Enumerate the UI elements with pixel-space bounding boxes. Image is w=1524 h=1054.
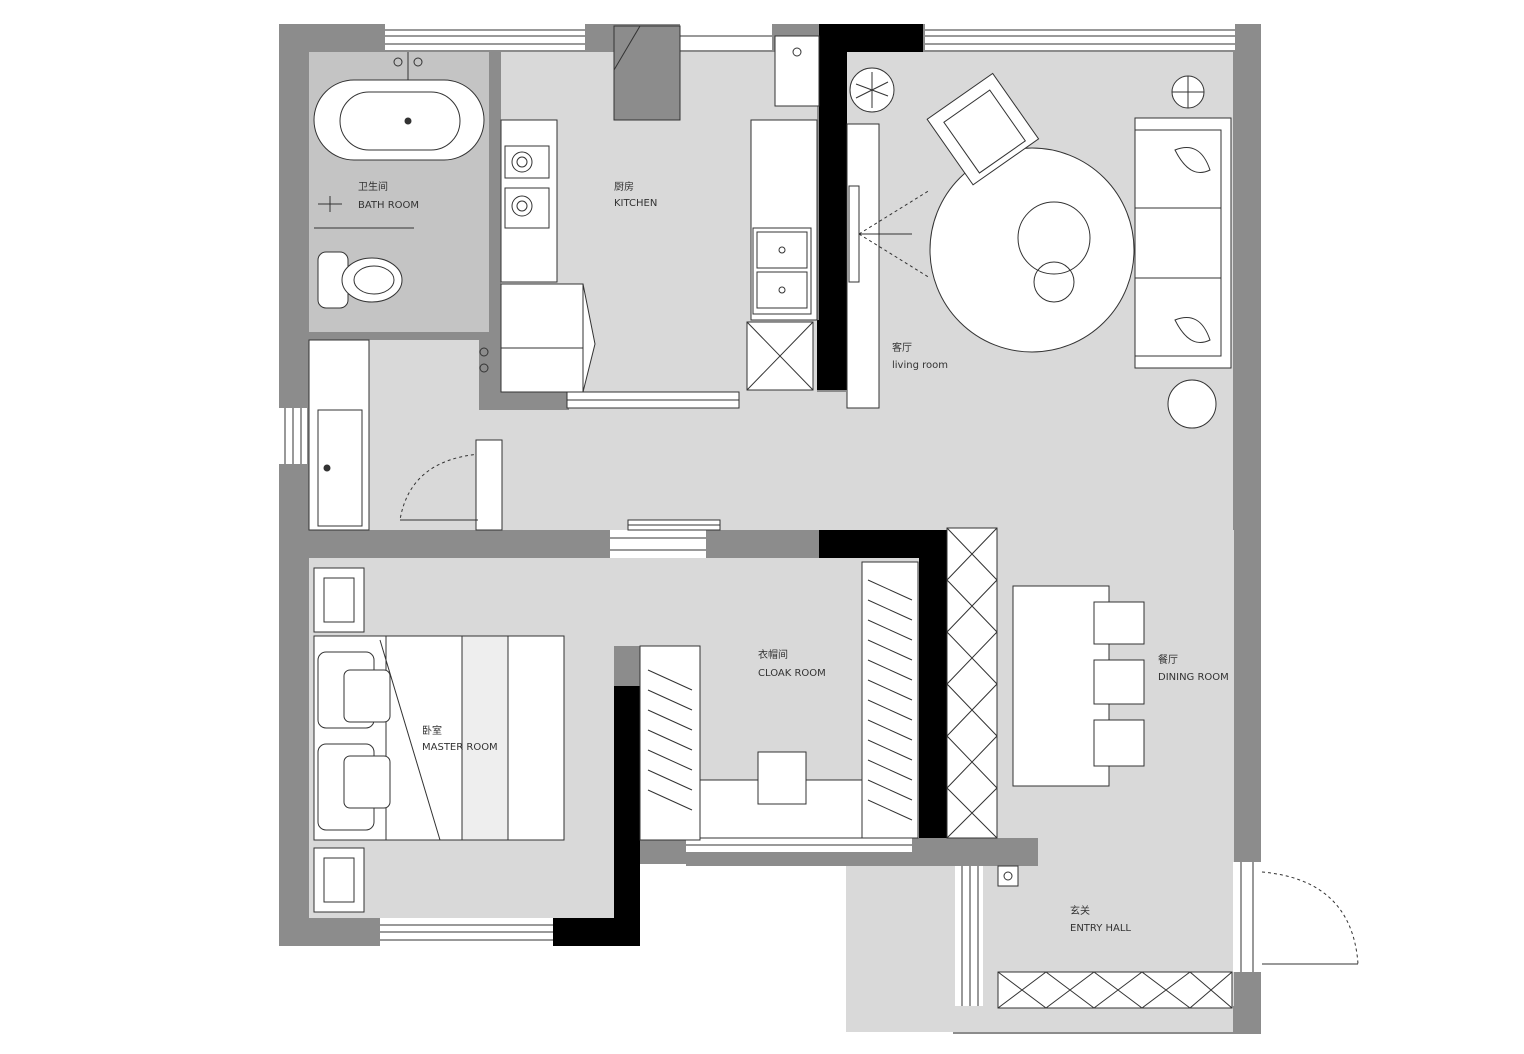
living-label-en: living room: [892, 360, 948, 371]
master-fixtures: [313, 567, 565, 913]
bath-fixtures: [308, 52, 503, 531]
living-label-cn: 客厅: [892, 341, 912, 354]
living-fixtures: [846, 67, 1232, 429]
room-labels: 卫生间 BATH ROOM 厨房 KITCHEN 客厅 living room …: [358, 180, 1229, 934]
cloak-label-cn: 衣帽间: [758, 648, 788, 661]
cloak-fixtures: [627, 519, 919, 841]
windows: [279, 24, 1261, 1006]
dining-label-en: DINING ROOM: [1158, 672, 1229, 683]
cloak-label-en: CLOAK ROOM: [758, 668, 826, 679]
dining-fixtures: [946, 527, 1145, 839]
entry-label-en: ENTRY HALL: [1070, 923, 1131, 934]
bath-label-cn: 卫生间: [358, 180, 388, 193]
entry-fixtures: [997, 865, 1359, 1009]
dining-label-cn: 餐厅: [1158, 653, 1178, 666]
entry-label-cn: 玄关: [1070, 904, 1090, 917]
kitchen-fixtures: [500, 25, 820, 409]
bath-label-en: BATH ROOM: [358, 200, 419, 211]
interior-walls: [309, 52, 1038, 866]
kitchen-label-en: KITCHEN: [614, 198, 657, 209]
structural-walls: [553, 24, 947, 946]
master-label-en: MASTER ROOM: [422, 742, 498, 753]
kitchen-label-cn: 厨房: [614, 180, 634, 193]
master-label-cn: 卧室: [422, 724, 442, 737]
